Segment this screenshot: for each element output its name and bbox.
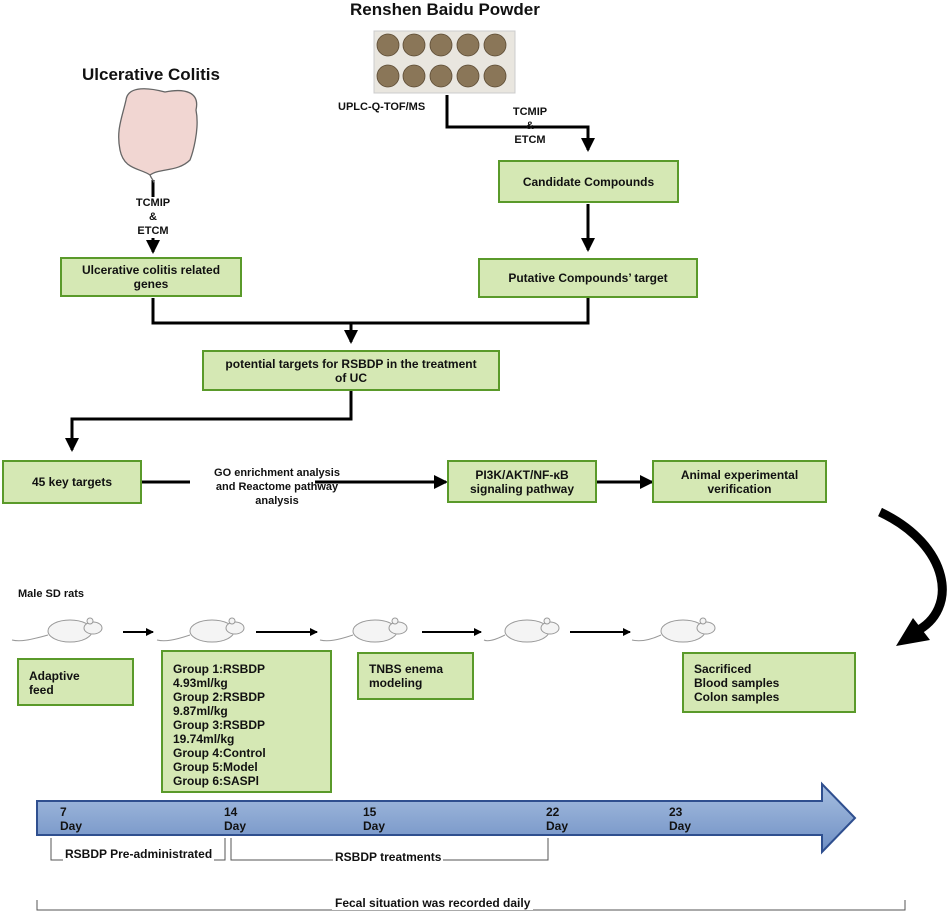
putative-target-box: Putative Compounds’ target: [478, 258, 698, 298]
pathway-box: PI3K/AKT/NF-κB signaling pathway: [447, 460, 597, 503]
day-14-unit: Day: [224, 819, 247, 833]
day-15-unit: Day: [363, 819, 386, 833]
connector-potential-to-key: [65, 391, 353, 452]
day-23-unit: Day: [669, 819, 692, 833]
tcmip-label-left: TCMIP & ETCM: [135, 197, 171, 237]
day-15-num: 15: [363, 805, 377, 819]
disease-title: Ulcerative Colitis: [82, 65, 220, 84]
bracket-fecal: [36, 900, 906, 911]
groups-box: Group 1:RSBDP 4.93ml/kg Group 2:RSBDP 9.…: [161, 650, 332, 793]
candidate-compounds-box: Candidate Compounds: [498, 160, 679, 203]
powder-image-tiles: [376, 33, 507, 88]
sacrificed-box: Sacrificed Blood samples Colon samples: [682, 652, 856, 713]
day-14-num: 14: [224, 805, 238, 819]
tcmip-label-right: TCMIP & ETCM: [512, 106, 548, 146]
key-targets-box: 45 key targets: [2, 460, 142, 504]
uplc-label: UPLC-Q-TOF/MS: [338, 101, 426, 113]
connector-uc-genes-merge: [151, 298, 590, 325]
day-22-unit: Day: [546, 819, 569, 833]
rat-icon-5: [631, 617, 716, 643]
rat-icon-1: [11, 617, 103, 643]
rat-icon-3: [319, 617, 408, 643]
go-analysis-label: GO enrichment analysis and Reactome path…: [214, 467, 340, 507]
connector-powder-to-candidate: [445, 95, 595, 152]
day-22-label: 22 Day: [546, 805, 568, 833]
day-14-label: 14 Day: [224, 805, 246, 833]
colon-icon: [118, 88, 198, 183]
day-22-num: 22: [546, 805, 560, 819]
day-23-num: 23: [669, 805, 683, 819]
day-7-num: 7: [60, 805, 67, 819]
uc-genes-box: Ulcerative colitis related genes: [60, 257, 242, 297]
curved-arrow-head: [896, 618, 930, 646]
treatments-label: RSBDP treatments: [333, 850, 444, 864]
fecal-label: Fecal situation was recorded daily: [332, 896, 534, 910]
day-7-unit: Day: [60, 819, 83, 833]
powder-title: Renshen Baidu Powder: [350, 0, 540, 19]
rat-icon-2: [156, 617, 245, 643]
tnbs-box: TNBS enema modeling: [357, 652, 474, 700]
male-rats-label: Male SD rats: [18, 588, 85, 600]
day-23-label: 23 Day: [669, 805, 691, 833]
day-15-label: 15 Day: [363, 805, 385, 833]
day-7-label: 7 Day: [60, 805, 82, 833]
rat-icon-4: [483, 617, 560, 643]
potential-targets-box: potential targets for RSBDP in the treat…: [202, 350, 500, 391]
curved-arrow: [878, 507, 947, 637]
adaptive-feed-box: Adaptive feed: [17, 658, 134, 706]
animal-verification-box: Animal experimental verification: [652, 460, 827, 503]
timeline-arrow: [36, 781, 857, 855]
pre-admin-label: RSBDP Pre-administrated: [63, 847, 215, 861]
